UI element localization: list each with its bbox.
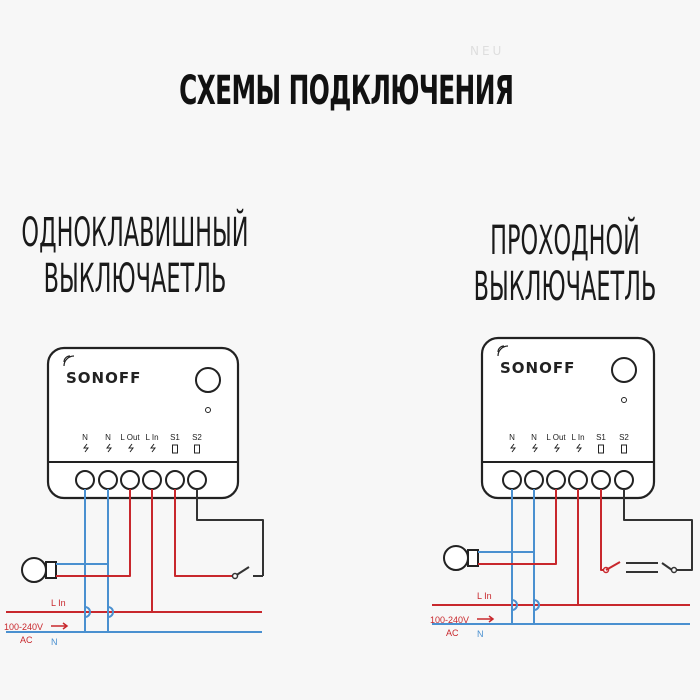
switch-input-icon [621,444,627,454]
lamp-base-icon [45,561,57,579]
wire-crossover [84,606,91,618]
power-terminal-icon [554,443,560,453]
wifi-icon [497,345,509,357]
switch-contact-icon [661,562,673,571]
terminal-screw [120,470,140,490]
switch-contact-icon [605,561,621,571]
switch-input-icon [598,444,604,454]
terminal-label: S2 [192,433,202,442]
current-arrow-icon [477,615,495,623]
power-terminal-icon [510,443,516,453]
load-output-wire [478,489,557,565]
power-terminal-icon [106,443,112,453]
two-way-switch-diagram: SONOFF N N L Out L In S1 S2 L In N 100-240V AC [430,336,693,639]
ac-label: AC [446,628,459,638]
current-arrow-icon [51,622,69,630]
voltage-label: 100-240V [4,622,43,632]
terminal-screw [546,470,566,490]
device-body [480,336,656,500]
power-terminal-icon [150,443,156,453]
terminal-screw [142,470,162,490]
switch-wire-s1 [174,489,235,577]
terminal-label: S1 [170,433,180,442]
wire-crossover [107,606,114,618]
device-logo: SONOFF [66,369,141,387]
terminal-label: N [531,433,537,442]
two-way-switch-heading-line2: ВЫКЛЮЧАЕТЛЬ [473,264,657,310]
terminal-label: L Out [546,433,566,442]
line-in-label: L In [477,591,492,601]
watermark: NEU [470,44,505,58]
device-logo: SONOFF [500,359,575,377]
two-way-switch-heading: ПРОХОДНОЙ ВЫКЛЮЧАЕТЛЬ [445,218,686,310]
terminal-screw [187,470,207,490]
terminal-screw [591,470,611,490]
ac-label: AC [20,635,33,645]
single-switch-heading: ОДНОКЛАВИШНЫЙ ВЫКЛЮЧАЕТЛЬ [15,210,256,302]
terminal-screw [165,470,185,490]
terminal-screw [502,470,522,490]
neutral-label: N [477,629,484,639]
switch-input-icon [172,444,178,454]
wire-crossover [511,599,518,611]
line-in-label: L In [51,598,66,608]
terminal-label: L In [145,433,158,442]
terminal-screw [524,470,544,490]
power-terminal-icon [83,443,89,453]
wifi-icon [63,355,75,367]
switch-wire-s1 [600,489,606,571]
pairing-button [611,357,637,383]
terminal-label: S1 [596,433,606,442]
terminal-label: L Out [120,433,140,442]
terminal-screw [75,470,95,490]
switch-input-icon [194,444,200,454]
power-terminal-icon [532,443,538,453]
terminal-label: S2 [619,433,629,442]
terminal-screw [98,470,118,490]
switch-wire-s2 [623,489,693,571]
single-switch-diagram: SONOFF N N L Out L In S1 S2 L In N 100-240V AC [4,346,264,647]
lamp-neutral-wire [56,489,109,565]
lamp-icon [21,557,47,583]
switch-pivot-icon [670,566,678,574]
switch-wire-s2 [196,489,264,576]
terminal-label: N [509,433,515,442]
two-way-switch-heading-line1: ПРОХОДНОЙ [490,218,640,264]
page-title: СХЕМЫ ПОДКЛЮЧЕНИЯ [179,68,514,114]
pairing-button [195,367,221,393]
power-terminal-icon [128,443,134,453]
single-switch-heading-line1: ОДНОКЛАВИШНЫЙ [21,210,249,256]
load-output-wire [56,489,131,577]
status-led-icon [621,397,627,403]
wire-crossover [533,599,540,611]
lamp-icon [443,545,469,571]
terminal-label: L In [571,433,584,442]
device-body [46,346,240,500]
neutral-label: N [51,637,58,647]
voltage-label: 100-240V [430,615,469,625]
terminal-screw [614,470,634,490]
single-switch-heading-line2: ВЫКЛЮЧАЕТЛЬ [43,256,227,302]
switch-pivot-icon [231,572,239,580]
terminal-label: N [82,433,88,442]
lamp-base-icon [467,549,479,567]
power-terminal-icon [576,443,582,453]
terminal-screw [568,470,588,490]
status-led-icon [205,407,211,413]
terminal-label: N [105,433,111,442]
